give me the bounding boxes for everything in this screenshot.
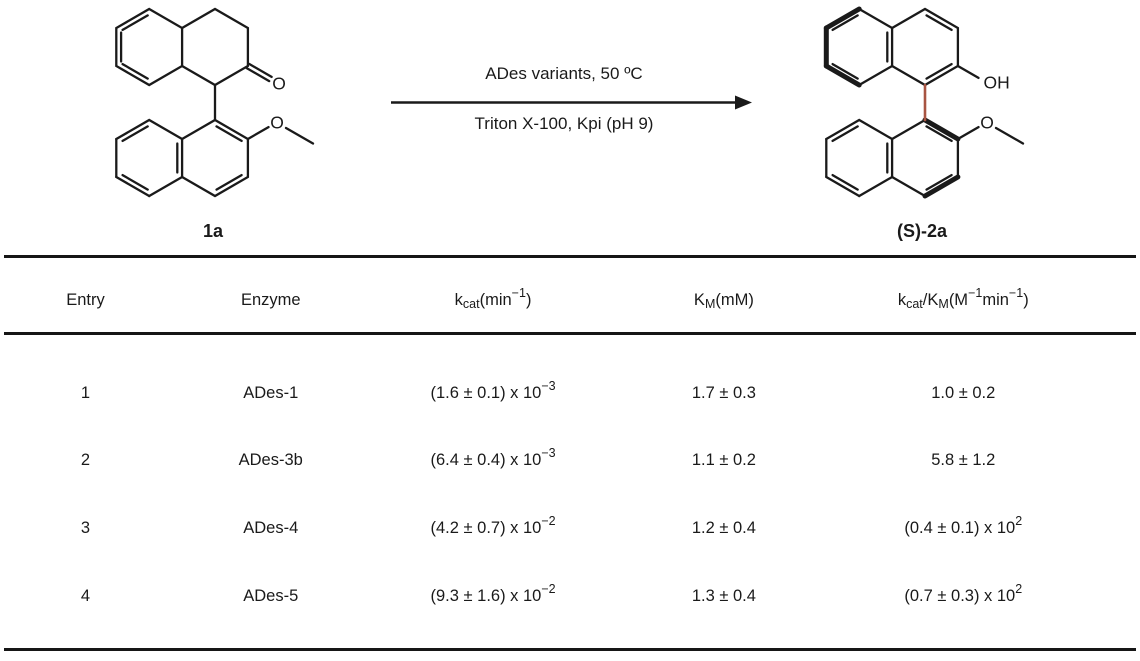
header-enzyme: Enzyme bbox=[240, 290, 301, 309]
reaction-scheme-canvas: O O bbox=[115, 6, 1025, 199]
substrate-methoxy-bond bbox=[246, 125, 270, 141]
carbonyl-double-bond bbox=[247, 62, 273, 79]
table-rule-middle bbox=[4, 332, 1136, 335]
product-structure bbox=[823, 6, 1025, 199]
stereo-bold-bond bbox=[922, 117, 961, 142]
cell-enzyme: ADes-5 bbox=[243, 586, 299, 605]
cell-kcat: (6.4 ± 0.4) x 10−3 bbox=[430, 446, 556, 469]
substrate-methoxy-oxygen-label: O bbox=[270, 113, 284, 133]
cell-km: 1.1 ± 0.2 bbox=[691, 450, 756, 469]
table-row: 4 ADes-5 (9.3 ± 1.6) x 10−2 1.3 ± 0.4 (0… bbox=[0, 579, 1140, 613]
table-row: 2 ADes-3b (6.4 ± 0.4) x 10−3 1.1 ± 0.2 5… bbox=[0, 443, 1140, 477]
cell-enzyme: ADes-1 bbox=[243, 383, 299, 402]
cell-kcat: (1.6 ± 0.1) x 10−3 bbox=[430, 379, 556, 402]
reaction-arrow bbox=[391, 95, 752, 110]
table-row: 1 ADes-1 (1.6 ± 0.1) x 10−3 1.7 ± 0.3 1.… bbox=[0, 376, 1140, 410]
table-rule-bottom bbox=[4, 648, 1136, 651]
cell-km: 1.2 ± 0.4 bbox=[691, 518, 756, 537]
table-rule-top bbox=[4, 255, 1136, 258]
cell-efficiency: 1.0 ± 0.2 bbox=[931, 383, 996, 402]
stereo-bold-bond bbox=[823, 6, 862, 31]
arrowhead-icon bbox=[735, 95, 752, 110]
condition-above-arrow: ADes variants, 50 ºC bbox=[485, 64, 643, 83]
product-methoxy-bond bbox=[956, 125, 980, 141]
product-methoxy-oxygen-label: O bbox=[980, 113, 994, 133]
substrate-structure bbox=[115, 7, 315, 198]
cell-km: 1.3 ± 0.4 bbox=[691, 586, 756, 605]
cell-entry: 3 bbox=[80, 518, 91, 537]
hydroxyl-bond bbox=[956, 64, 980, 80]
stereo-bold-bond bbox=[823, 63, 862, 88]
hydroxyl-label: OH bbox=[984, 73, 1010, 93]
cell-kcat: (4.2 ± 0.7) x 10−2 bbox=[430, 514, 556, 537]
stereo-bold-bond bbox=[922, 174, 961, 199]
substrate-methyl-bond bbox=[284, 126, 315, 145]
cell-enzyme: ADes-3b bbox=[238, 450, 303, 469]
cell-entry: 4 bbox=[80, 586, 91, 605]
product-methyl-bond bbox=[994, 126, 1025, 145]
cell-efficiency: 5.8 ± 1.2 bbox=[931, 450, 996, 469]
cell-entry: 1 bbox=[80, 383, 91, 402]
table-row: 3 ADes-4 (4.2 ± 0.7) x 10−2 1.2 ± 0.4 (0… bbox=[0, 511, 1140, 545]
carbonyl-oxygen-label: O bbox=[272, 74, 286, 94]
cell-kcat: (9.3 ± 1.6) x 10−2 bbox=[430, 582, 556, 605]
cell-entry: 2 bbox=[80, 450, 91, 469]
condition-below-arrow: Triton X-100, Kpi (pH 9) bbox=[474, 114, 654, 133]
cell-km: 1.7 ± 0.3 bbox=[691, 383, 756, 402]
header-entry: Entry bbox=[66, 290, 105, 309]
substrate-label: 1a bbox=[202, 221, 224, 241]
cell-enzyme: ADes-4 bbox=[243, 518, 299, 537]
product-label: (S)-2a bbox=[896, 221, 947, 241]
